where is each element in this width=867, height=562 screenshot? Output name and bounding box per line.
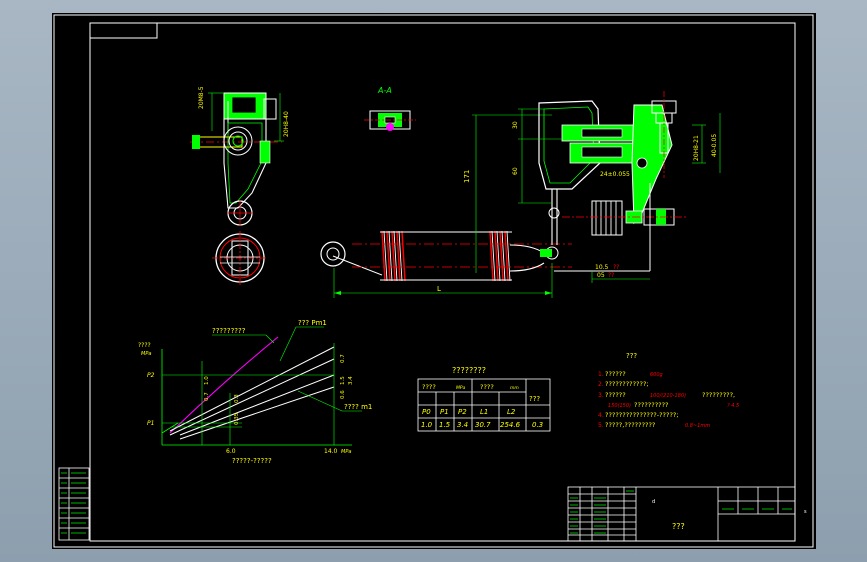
- title-block-ticks: [570, 490, 792, 534]
- right-view-assembly: [518, 91, 721, 283]
- dim-10-tol: ??: [613, 264, 619, 271]
- graph-v-1-5: 1.5: [340, 376, 346, 385]
- characteristic-graph: [161, 326, 362, 446]
- dim-24: 24±0.055: [600, 171, 630, 178]
- param-table-head-c: ???: [529, 395, 540, 403]
- param-val-p1: 1.5: [439, 421, 451, 429]
- note-3-red: 100/(210-180): [650, 393, 686, 399]
- inner-frame: [89, 22, 796, 542]
- outer-frame: [53, 14, 814, 548]
- param-val-p0: 1.0: [421, 421, 433, 429]
- param-col-p0: P0: [422, 408, 431, 416]
- param-col-p2: P2: [458, 408, 467, 416]
- corner-title-box: [89, 22, 158, 39]
- title-block-mark-a: d: [652, 499, 655, 505]
- left-margin-ticks: [61, 472, 86, 534]
- dim-60: 60: [512, 167, 519, 175]
- dim-20h8: 20H8-21: [693, 135, 700, 161]
- note-2-text: ????????????;: [605, 380, 649, 388]
- param-val-extra: 0.3: [532, 421, 543, 429]
- graph-label-top: ?????????: [212, 327, 246, 335]
- param-table-head-a: ????: [422, 383, 436, 391]
- graph-label-ps1: ??? Pm1: [298, 319, 327, 327]
- note-5-red: 0.8~1mm: [685, 423, 710, 429]
- note-3-text: ??????: [605, 391, 626, 399]
- graph-v-0-3: 0.3: [234, 394, 240, 403]
- graph-x-6: 6.0: [226, 448, 236, 455]
- param-table: [417, 378, 551, 432]
- note-3b-red: 150(150): [608, 403, 631, 409]
- graph-x-title: ?????-?????: [232, 457, 272, 465]
- dim-171: 171: [463, 170, 471, 183]
- dim-10: 10.5: [595, 264, 609, 271]
- param-col-p1: P1: [440, 408, 449, 416]
- graph-x-unit: MPa: [341, 449, 351, 455]
- graph-y-unit: MPa: [141, 351, 151, 357]
- param-table-head-b-unit: mm: [510, 386, 519, 391]
- param-table-head-a-unit: MPa: [456, 385, 466, 391]
- note-1-text: ??????: [605, 370, 626, 378]
- left-view-assembly: [190, 92, 284, 285]
- note-1-red: 600g: [650, 372, 663, 378]
- graph-v-0-7b: 0.7: [340, 354, 346, 363]
- notes-title: ???: [626, 352, 637, 360]
- title-block: [567, 486, 796, 542]
- dim-30: 30: [512, 121, 519, 129]
- graph-x-14: 14.0: [324, 448, 338, 455]
- note-1-num: 1.: [598, 371, 604, 378]
- graph-v-3-4: 3.4: [348, 376, 354, 385]
- dim-05-tol: ??: [608, 272, 614, 279]
- graph-v-1-0: 1.0: [204, 376, 210, 385]
- param-table-head-b: ????: [480, 383, 494, 391]
- note-2-num: 2.: [598, 381, 604, 388]
- param-col-l2: L2: [507, 408, 516, 416]
- dim-top-b: 20H8-40: [283, 111, 290, 137]
- param-val-l1: 30.7: [475, 421, 491, 429]
- title-block-mark-b: s: [804, 509, 807, 515]
- param-val-p2: 3.4: [457, 421, 468, 429]
- left-margin-table: [58, 467, 90, 541]
- section-aa: [364, 110, 416, 131]
- view-label-aa: A-A: [377, 86, 392, 95]
- param-table-title: ????????: [452, 366, 486, 375]
- graph-v-0-35: 0.35: [234, 412, 240, 425]
- note-3b-red2: ? 4.5: [727, 403, 739, 409]
- note-3-num: 3.: [598, 392, 604, 399]
- param-val-l2: 254.6: [500, 421, 521, 429]
- title-block-name: ???: [672, 522, 685, 531]
- param-col-l1: L1: [480, 408, 488, 416]
- spring-assembly: [320, 114, 572, 298]
- graph-p2: P2: [147, 372, 155, 379]
- note-4-text: ???????????????-?????;: [605, 411, 679, 419]
- graph-v-0-7a: 0.7: [204, 392, 210, 401]
- note-5-num: 5.: [598, 422, 604, 429]
- graph-label-ps2: ???? m1: [344, 403, 372, 411]
- cad-viewport[interactable]: 20M8-5 20H8-40 A-A: [52, 13, 816, 549]
- graph-p1: P1: [147, 420, 154, 427]
- note-3b-text: ??????????: [634, 401, 669, 409]
- graph-v-0-6: 0.6: [340, 390, 346, 399]
- note-5-text: ?????,?????????: [605, 421, 655, 429]
- note-3-tail: ?????????,: [702, 391, 735, 399]
- dim-l: L: [437, 285, 441, 293]
- dim-05: 05: [597, 272, 605, 279]
- graph-y-unit-q: ????: [138, 342, 151, 349]
- engineering-drawing: 20M8-5 20H8-40 A-A: [53, 14, 814, 548]
- note-4-num: 4.: [598, 412, 604, 419]
- dim-40: 40-0.05: [711, 134, 718, 157]
- dim-top-a: 20M8-5: [198, 86, 205, 109]
